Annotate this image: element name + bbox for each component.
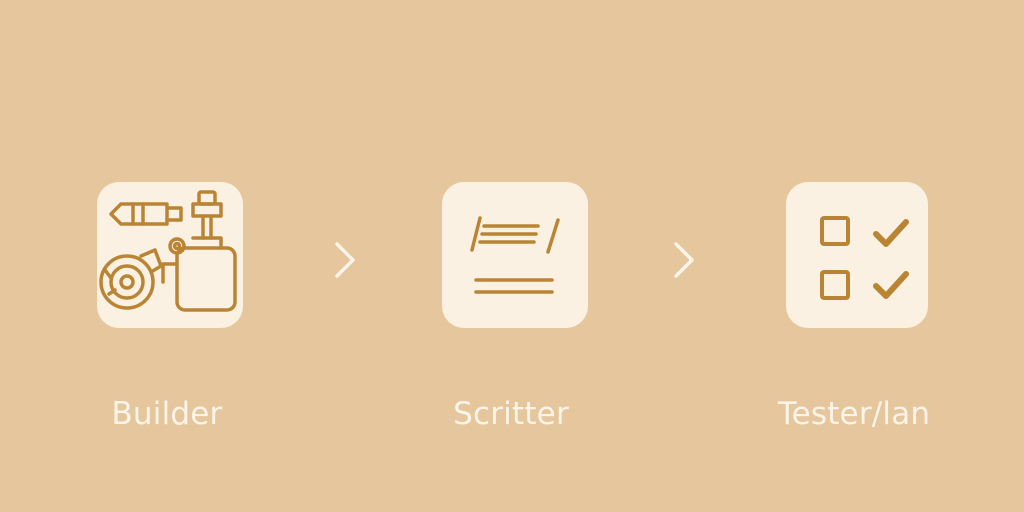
builder-tile[interactable] [97, 182, 243, 328]
tester-tile[interactable] [786, 182, 928, 328]
checklist-icon [820, 216, 909, 300]
stage-label-tester: Tester/lan [777, 396, 931, 432]
chevron-right-icon [670, 238, 700, 282]
chevron-right-icon [331, 238, 361, 282]
stage-label-builder: Builder [111, 396, 223, 432]
builder-tools-icon [99, 190, 237, 312]
stage-label-scritter: Scritter [453, 396, 569, 432]
script-lines-icon [470, 216, 560, 294]
scritter-tile[interactable] [442, 182, 588, 328]
